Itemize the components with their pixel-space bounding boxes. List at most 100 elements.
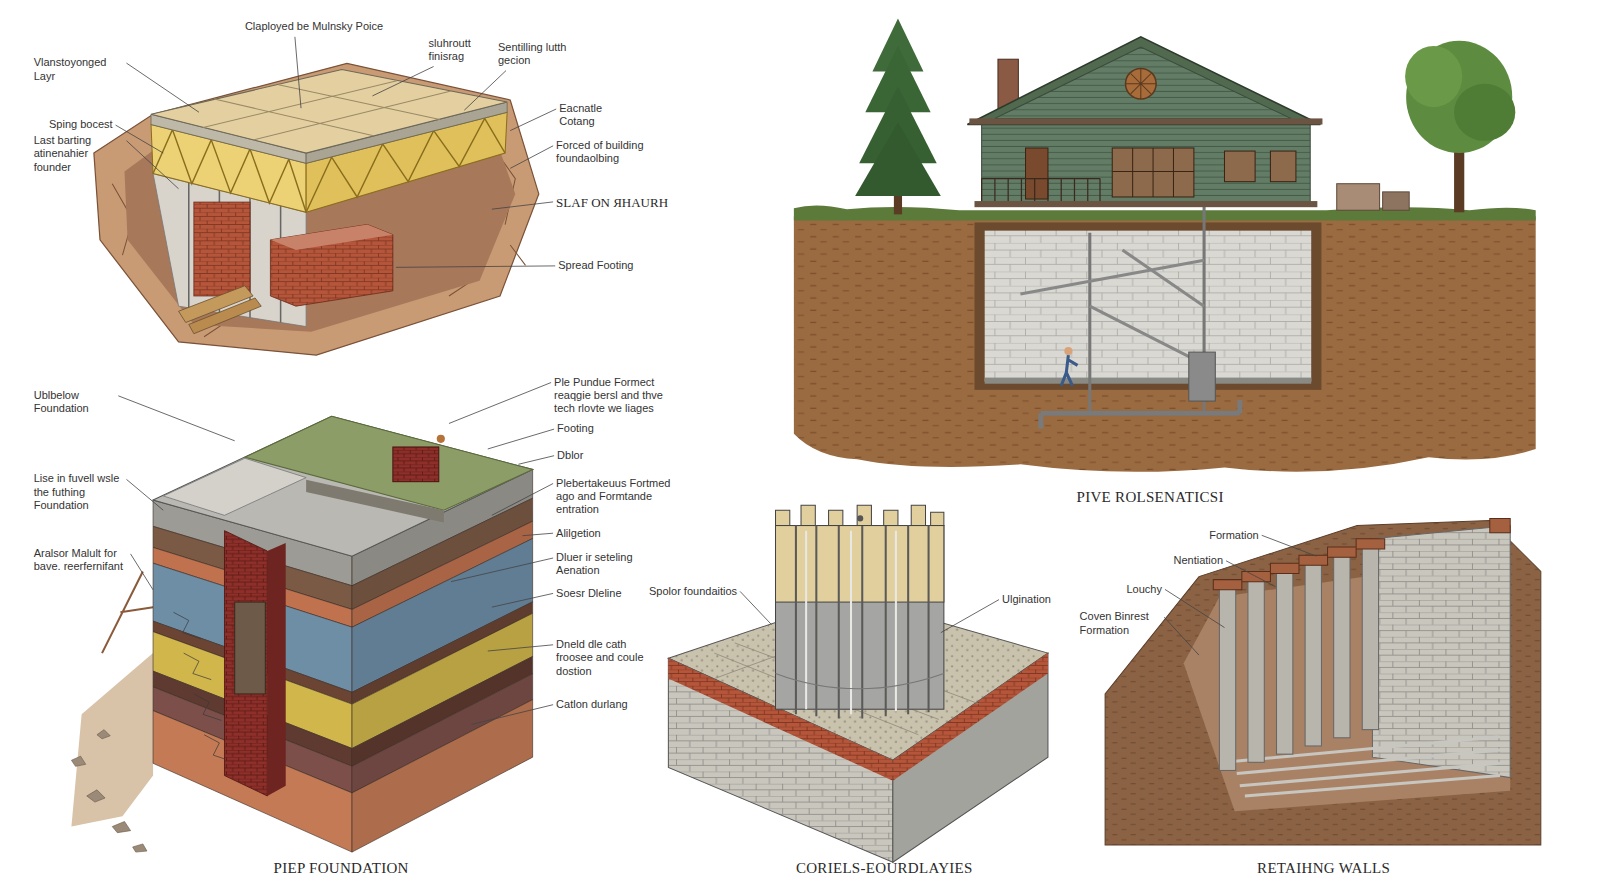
callout-label: Dblor (557, 449, 583, 462)
column-foundation-illustration (776, 526, 944, 710)
callout-label: Ulgination (1002, 593, 1051, 606)
callout-label: Claployed be Mulnsky Poice (245, 20, 383, 33)
house-illustration (794, 18, 1536, 471)
callout-label: Soesr Dleline (556, 587, 627, 600)
house-illustration (1224, 151, 1255, 182)
house-illustration (1337, 184, 1380, 211)
callout-label: Plebertakeuus Fortmed ago and Formtande … (556, 477, 678, 517)
column-foundation-illustration (857, 515, 863, 521)
leader-line (126, 63, 198, 112)
house-illustration (1112, 148, 1194, 197)
house-illustration (969, 118, 1322, 124)
retaining-wall-illustration (1248, 579, 1264, 763)
column-foundation-illustration (796, 526, 929, 719)
callout-label: sluhroutt finisrag (429, 37, 492, 64)
slab-illustration (270, 225, 392, 251)
retaining-wall-illustration (1362, 546, 1378, 730)
soil-layer (352, 700, 533, 852)
panel-caption: CORIELS-EOURDLAYIES (796, 859, 973, 877)
callout-label: Aralsor Malult for bave. reerfernifant (34, 547, 128, 574)
retaining-wall-illustration (1305, 562, 1321, 746)
layered-foundation-illustration (393, 447, 439, 482)
callout-label: Sping bocest (49, 118, 113, 131)
house-illustration (1126, 68, 1157, 99)
house-illustration (1026, 148, 1048, 199)
leader-line (1165, 589, 1225, 627)
house-illustration (995, 47, 1291, 118)
layered-foundation-illustration (245, 416, 533, 510)
callout-label: Spread Footing (558, 259, 633, 272)
house-illustration (1405, 46, 1462, 107)
leader-line (740, 591, 771, 624)
slab-illustration (151, 69, 507, 153)
house-illustration (982, 120, 1311, 206)
slab-illustration (94, 63, 539, 355)
leader-line (464, 71, 506, 111)
callout-label: SLAF ON ЯHAURH (556, 195, 668, 211)
callout-label: Eacnatle Cotang (559, 102, 630, 129)
layered-foundation-illustration (224, 531, 267, 796)
slab-illustration (94, 63, 539, 355)
layered-foundation-illustration (437, 435, 445, 443)
leader-line (471, 705, 553, 725)
panel-caption: PIVE ROLSENATICSI (1077, 488, 1224, 506)
house-illustration (967, 37, 1320, 125)
leader-line (510, 146, 553, 169)
layered-foundation-illustration (153, 416, 533, 556)
slab-illustration (270, 225, 392, 307)
leader-line (116, 125, 164, 153)
leader-line (518, 456, 554, 465)
house-illustration (1454, 84, 1515, 141)
house-illustration (794, 216, 1536, 471)
retaining-wall-illustration (1490, 518, 1510, 532)
house-illustration (1383, 192, 1410, 210)
leader-line (396, 266, 555, 267)
leader-line (372, 67, 433, 96)
house-illustration (1061, 355, 1077, 386)
layered-foundation-illustration (102, 571, 153, 653)
callout-label: Ublbelow Foundation (34, 389, 116, 416)
soil-crack (173, 612, 201, 639)
layered-foundation-illustration (306, 480, 444, 523)
leader-line (1226, 561, 1275, 587)
leader-line (126, 141, 178, 189)
leader-line (522, 533, 553, 536)
leader-line (488, 429, 554, 449)
leader-line (492, 202, 553, 209)
callout-label: Sentilling lutth gecion (498, 41, 578, 68)
retaining-wall-illustration (1277, 570, 1293, 754)
retaining-wall-illustration (1235, 737, 1500, 796)
leader-line (126, 479, 163, 510)
soil-crack (184, 653, 212, 680)
callout-label: Alilgetion (556, 527, 601, 540)
callout-label: Dluer ir seteling Aenation (556, 551, 650, 578)
leader-line (1262, 535, 1317, 556)
house-illustration (1189, 352, 1216, 401)
retaining-wall-illustration (1213, 539, 1384, 590)
callout-label: Last barting atinenahier founder (34, 134, 124, 174)
house-illustration (1126, 68, 1157, 99)
house-illustration (794, 205, 1536, 220)
layered-foundation-illustration (71, 730, 147, 852)
leader-line (1164, 617, 1199, 655)
slab-illustration (189, 298, 261, 334)
callout-label: Footing (557, 422, 594, 435)
callout-label: Louchy (1127, 583, 1162, 596)
layered-foundation-illustration (71, 416, 532, 852)
column-foundation-illustration (806, 531, 896, 715)
callout-label: Catlon durlang (556, 698, 638, 711)
house-illustration (985, 231, 1312, 382)
retaining-wall-illustration (1105, 520, 1541, 844)
slab-illustration (203, 81, 452, 140)
house-illustration (974, 201, 1317, 207)
soil-crack (194, 694, 222, 721)
house-illustration (1270, 151, 1296, 182)
house-illustration (855, 122, 941, 195)
leader-line (131, 554, 153, 590)
retaining-wall-illustration (1105, 518, 1541, 845)
leader-line (510, 109, 556, 131)
leader-line (295, 37, 301, 108)
